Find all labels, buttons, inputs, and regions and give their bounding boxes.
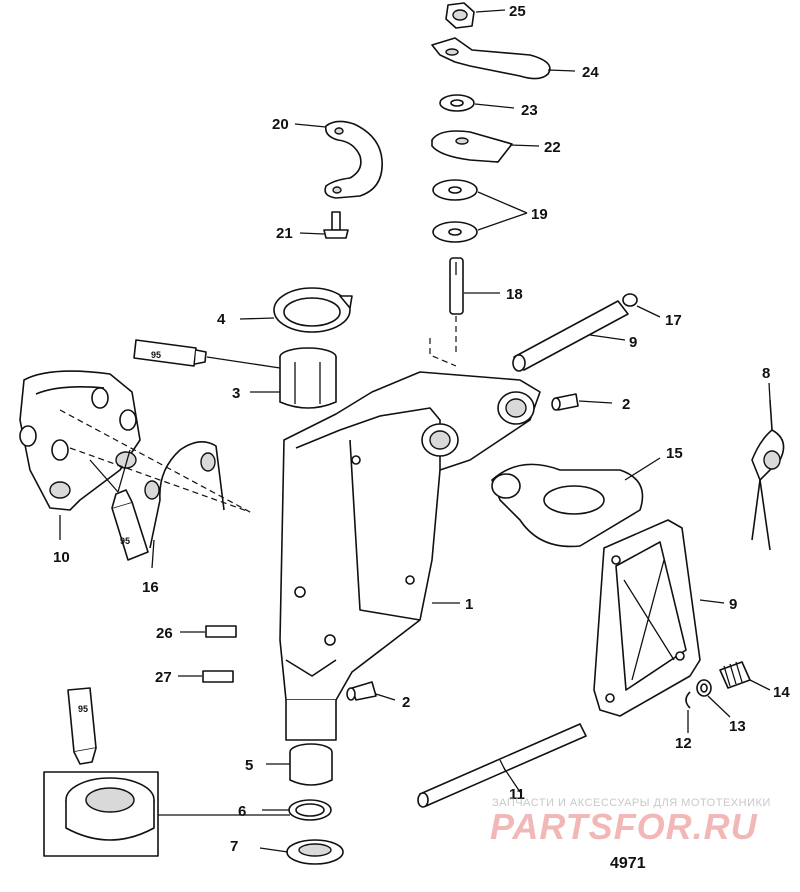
part-clip-13 [685, 691, 691, 709]
part-washer-14 [696, 679, 712, 697]
callout-19: 18 [506, 286, 523, 303]
callout-20: 19 [531, 206, 548, 223]
callout-27: 26 [156, 625, 173, 642]
callout-26: 25 [509, 3, 526, 20]
part-arm-16 [491, 463, 644, 548]
callout-2-lower: 2 [402, 694, 410, 711]
inset-box [43, 771, 159, 857]
callout-6: 6 [238, 803, 246, 820]
callout-21: 20 [272, 116, 289, 133]
callout-8: 8 [762, 365, 770, 382]
callout-28: 27 [155, 669, 172, 686]
callout-3: 3 [232, 385, 240, 402]
part-pin-19 [449, 257, 464, 315]
callout-13: 12 [675, 735, 692, 752]
part-seal-7 [286, 839, 344, 865]
lube-tube-left: 95 [111, 489, 149, 561]
part-bushing-5 [289, 743, 333, 786]
callout-11: 10 [53, 549, 70, 566]
part-ring-18 [622, 293, 638, 307]
callout-1: 1 [465, 596, 473, 613]
part-washer-6 [288, 799, 332, 821]
callout-16: 15 [666, 445, 683, 462]
part-ring-4 [273, 287, 353, 333]
callout-5: 5 [245, 757, 253, 774]
part-spring-17 [144, 441, 225, 549]
tube-label-bottom: 95 [78, 704, 88, 714]
part-fitting-2-upper [551, 393, 579, 411]
callout-14: 13 [729, 718, 746, 735]
callout-22: 21 [276, 225, 293, 242]
callout-7: 7 [230, 838, 238, 855]
part-bracket-21 [324, 120, 383, 199]
callout-9: 9 [729, 596, 737, 613]
part-spring-15 [719, 661, 751, 689]
part-bolt-22 [323, 211, 349, 239]
part-fitting-2-lower [346, 681, 377, 701]
lube-tube-upper: 95 [133, 339, 207, 367]
part-27 [205, 625, 237, 638]
callout-15: 14 [773, 684, 790, 701]
part-shaft-10 [512, 300, 629, 372]
part-bushing-3 [279, 347, 337, 409]
part-clamp-11 [19, 370, 141, 511]
callout-18: 17 [665, 312, 682, 329]
part-bracket-9 [593, 519, 701, 717]
callout-17: 16 [142, 579, 159, 596]
watermark-logo: PARTSFOR.RU [490, 806, 758, 847]
part-housing-1 [279, 371, 541, 741]
tube-label-top: 95 [151, 350, 161, 360]
tube-label-left: 95 [120, 536, 130, 546]
callout-25: 24 [582, 64, 599, 81]
callout-10: 9 [629, 334, 637, 351]
part-plate-23 [431, 130, 513, 163]
part-28 [202, 670, 234, 683]
figure-number: 4971 [610, 855, 646, 872]
lube-tube-lower: 95 [67, 687, 97, 765]
part-spring-8 [751, 399, 785, 551]
part-nut [445, 2, 475, 29]
part-washers-20 [432, 179, 478, 243]
callout-23: 22 [544, 139, 561, 156]
part-tab-plate [431, 37, 551, 80]
callout-4: 4 [217, 311, 226, 328]
callout-24: 23 [521, 102, 538, 119]
part-washer-24 [439, 94, 475, 112]
callout-2-upper: 2 [622, 396, 630, 413]
watermark-tagline: ЗАПЧАСТИ И АКСЕССУАРЫ ДЛЯ МОТОТЕХНИКИ [492, 797, 771, 809]
part-pin-12 [417, 723, 587, 808]
callout-12: 11 [509, 786, 525, 803]
